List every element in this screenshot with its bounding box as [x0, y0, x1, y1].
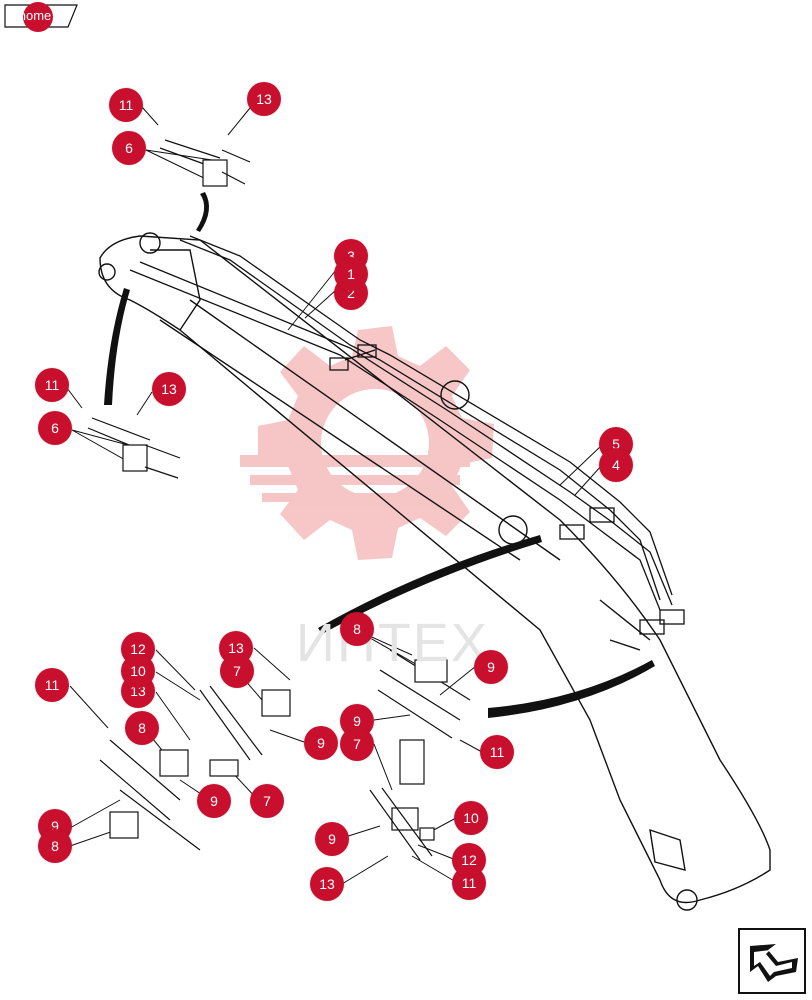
callout-8-a[interactable]: 8 — [340, 612, 374, 646]
callout-9-b[interactable]: 9 — [304, 726, 338, 760]
callout-11-r[interactable]: 11 — [480, 735, 514, 769]
watermark-text: ИНТЕХ — [296, 613, 489, 673]
watermark-logo — [240, 326, 494, 560]
callout-13-bot[interactable]: 13 — [310, 867, 344, 901]
callout-13-mid[interactable]: 13 — [152, 372, 186, 406]
callout-10-b[interactable]: 10 — [454, 801, 488, 835]
callout-9-d[interactable]: 9 — [197, 784, 231, 818]
callout-9-a[interactable]: 9 — [474, 650, 508, 684]
next-page-arrow-icon — [738, 928, 806, 994]
clamp-details — [87, 139, 471, 861]
callout-8-b[interactable]: 8 — [125, 711, 159, 745]
callout-6-mid[interactable]: 6 — [38, 411, 72, 445]
callout-8-c[interactable]: 8 — [38, 829, 72, 863]
callout-7-c[interactable]: 7 — [250, 784, 284, 818]
home-label: home — [18, 8, 52, 23]
callout-4[interactable]: 4 — [599, 448, 633, 482]
callout-1[interactable]: 1 — [334, 257, 368, 291]
callout-7-b[interactable]: 7 — [340, 727, 374, 761]
next-page-button[interactable] — [738, 928, 806, 994]
callout-10-a[interactable]: 10 — [121, 654, 155, 688]
callout-12-b[interactable]: 12 — [452, 843, 486, 877]
callout-6-top[interactable]: 6 — [112, 131, 146, 165]
callout-7-a[interactable]: 7 — [220, 654, 254, 688]
home-dot — [23, 2, 53, 32]
pointer-arcs — [104, 192, 655, 718]
callout-11-left[interactable]: 11 — [35, 668, 69, 702]
hydraulic-lines — [129, 235, 685, 635]
callout-13-top[interactable]: 13 — [247, 82, 281, 116]
boom-outline — [98, 232, 771, 911]
callout-9-f[interactable]: 9 — [315, 822, 349, 856]
callout-11-top[interactable]: 11 — [109, 88, 143, 122]
callout-11-mid[interactable]: 11 — [35, 368, 69, 402]
home-button[interactable]: home — [4, 2, 78, 32]
